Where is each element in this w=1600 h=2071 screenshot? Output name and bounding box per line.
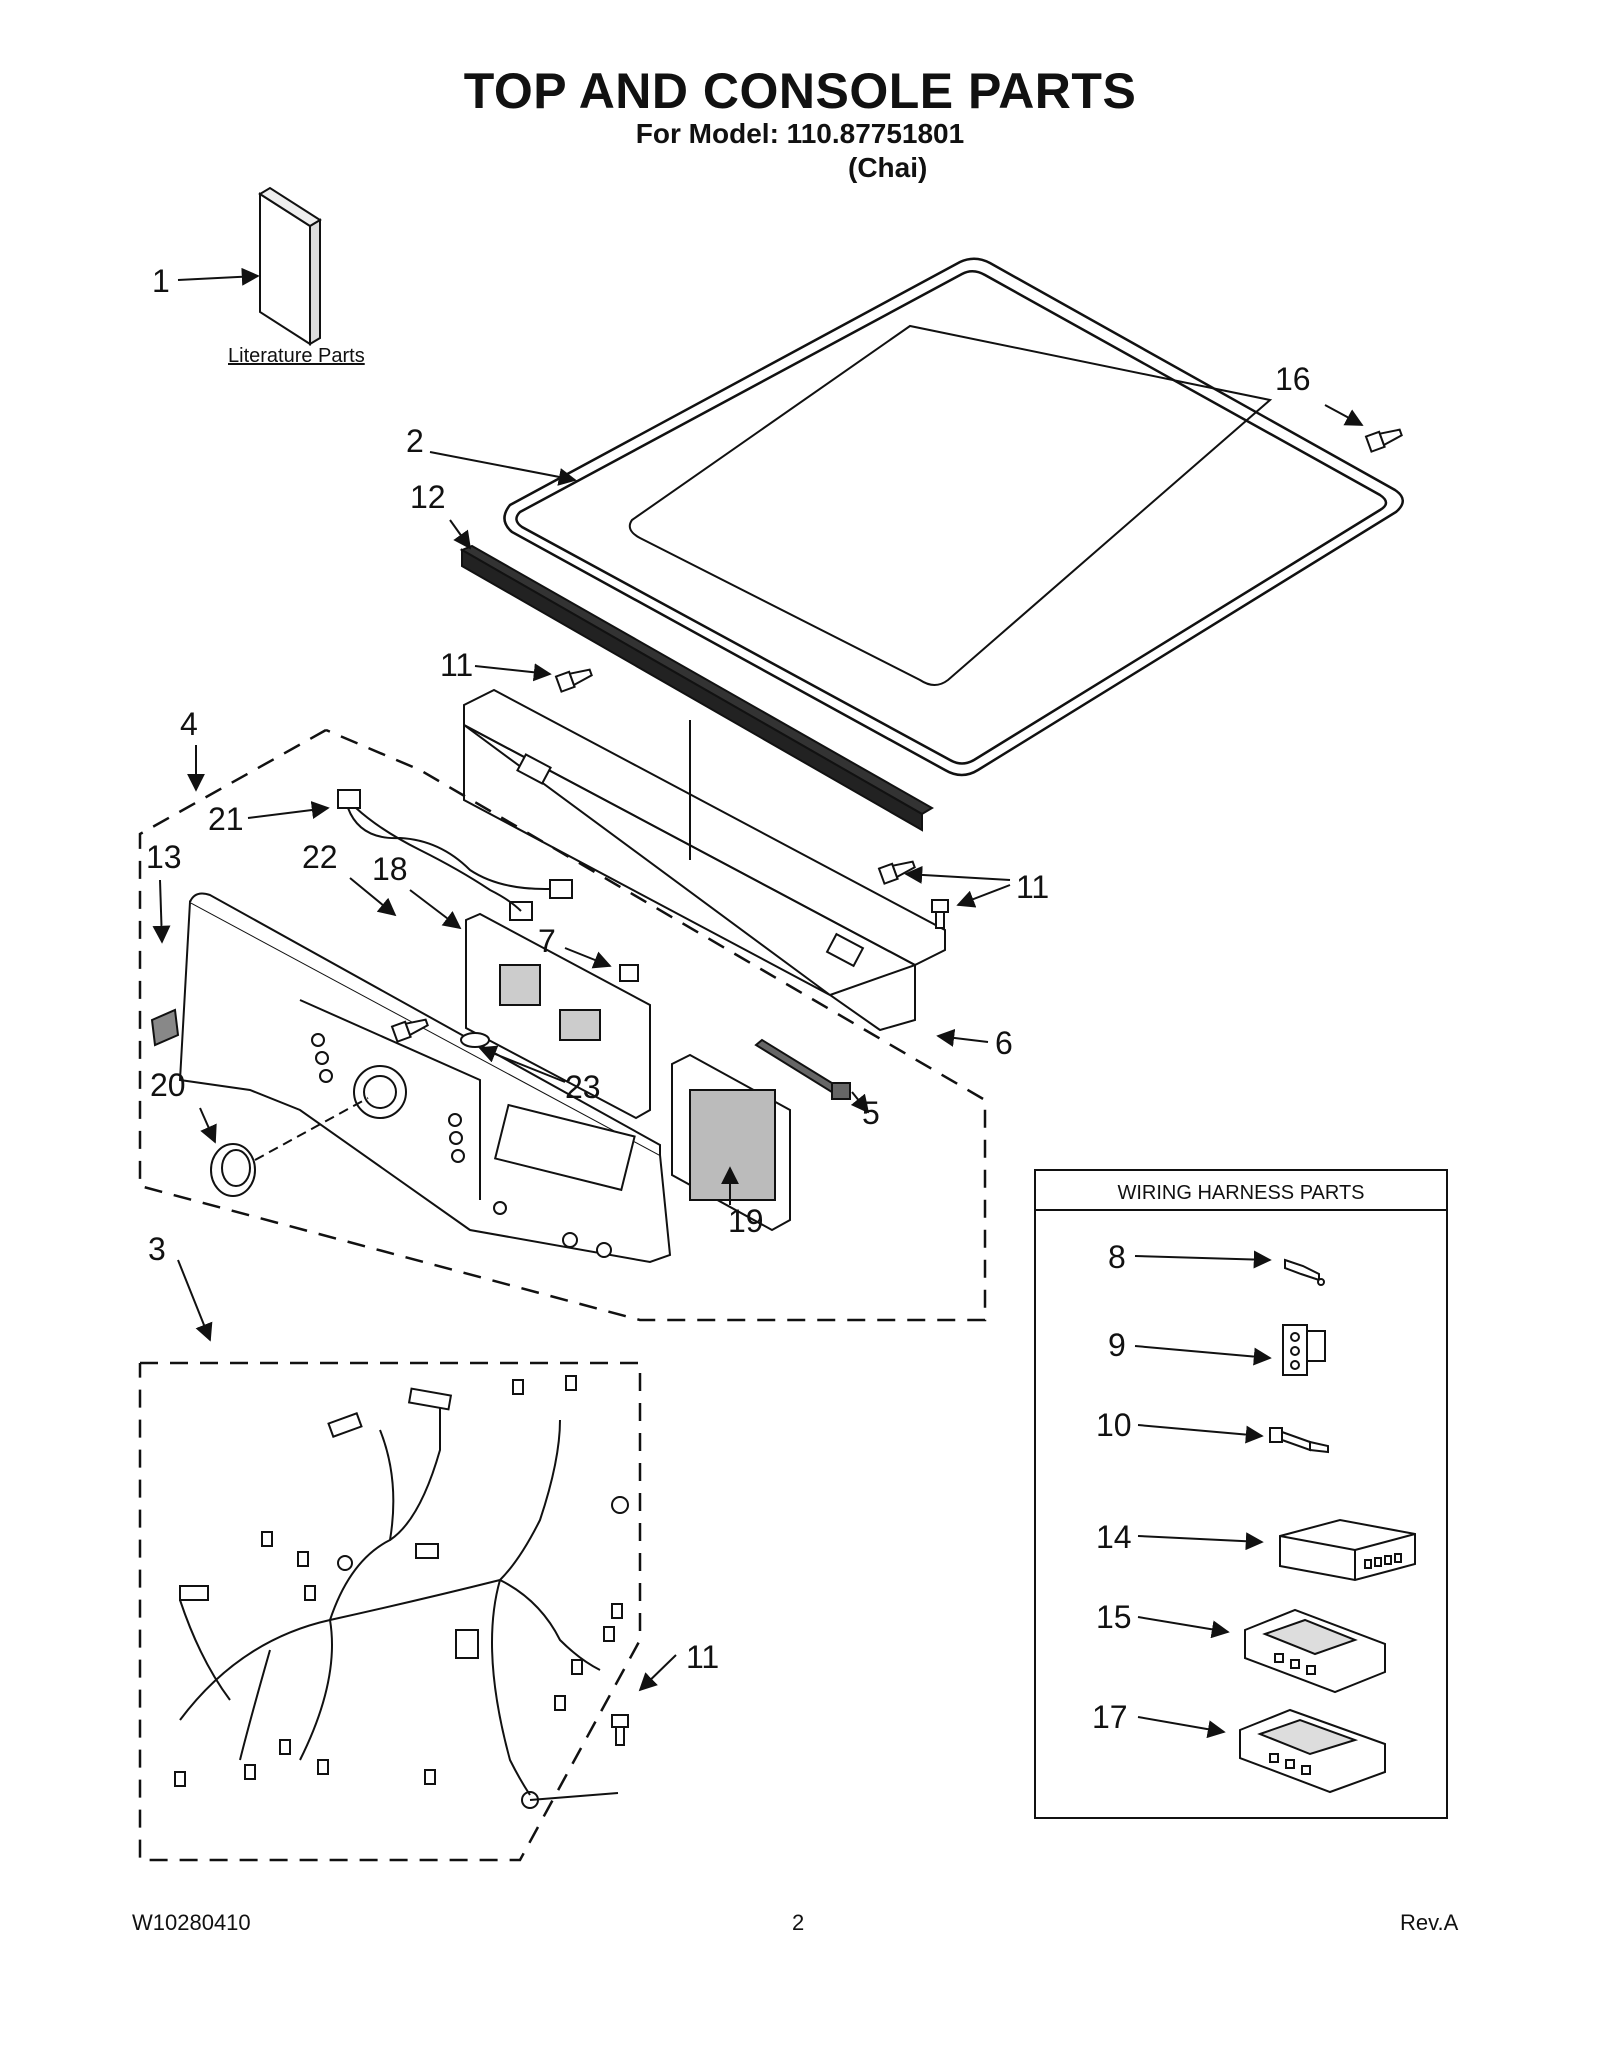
callout-22: 22 — [302, 839, 338, 875]
callout-numbers: 1 2 16 12 11 4 21 13 22 18 7 23 11 6 5 1… — [146, 263, 1311, 1735]
main-harness-outline — [138, 1361, 642, 1862]
callout-17: 17 — [1092, 1699, 1128, 1735]
top-panel — [503, 257, 1404, 777]
revision-label: Rev.A — [1400, 1910, 1459, 1935]
callout-6: 6 — [995, 1025, 1013, 1061]
callout-23: 23 — [565, 1069, 601, 1105]
console-wire-harness — [337, 789, 573, 921]
callout-20: 20 — [150, 1067, 186, 1103]
callout-7: 7 — [538, 923, 556, 959]
control-board — [465, 912, 651, 1120]
callout-19: 19 — [728, 1203, 764, 1239]
screws — [390, 428, 1403, 1746]
callout-15: 15 — [1096, 1599, 1132, 1635]
callout-8: 8 — [1108, 1239, 1126, 1275]
wiring-box-parts — [1239, 1258, 1416, 1794]
callout-9: 9 — [1108, 1327, 1126, 1363]
user-interface-board — [671, 1053, 791, 1232]
doc-number: W10280410 — [132, 1910, 251, 1935]
cable-tie — [754, 1038, 851, 1100]
callout-11b: 11 — [1016, 869, 1049, 905]
callout-11c: 11 — [686, 1639, 719, 1675]
callout-4: 4 — [180, 706, 198, 742]
callout-2: 2 — [406, 423, 424, 459]
callout-10: 10 — [1096, 1407, 1132, 1443]
callout-3: 3 — [148, 1231, 166, 1267]
wiring-box-title: WIRING HARNESS PARTS — [1117, 1182, 1364, 1204]
page-title: TOP AND CONSOLE PARTS — [463, 63, 1137, 119]
callout-13: 13 — [146, 839, 182, 875]
literature-book — [258, 186, 322, 346]
main-wire-harness — [174, 1375, 629, 1809]
callout-18: 18 — [372, 851, 408, 887]
small-parts — [150, 964, 639, 1048]
model-variant: (Chai) — [848, 152, 928, 183]
model-line: For Model: 110.87751801 — [635, 118, 965, 149]
console-back-bracket — [463, 688, 946, 1032]
callout-12: 12 — [410, 479, 446, 515]
callout-21: 21 — [208, 801, 244, 837]
page-number: 2 — [792, 1910, 805, 1935]
callout-1: 1 — [152, 263, 170, 299]
harness-ground-leader — [529, 1792, 619, 1801]
literature-parts-label: Literature Parts — [228, 345, 365, 367]
leader-lines — [152, 267, 1364, 1739]
callout-14: 14 — [1096, 1519, 1132, 1555]
wiring-harness-box — [1034, 1169, 1448, 1819]
control-knob — [210, 1097, 369, 1197]
callout-5: 5 — [862, 1095, 880, 1131]
console-assembly-outline — [138, 728, 987, 1322]
callout-16: 16 — [1275, 361, 1311, 397]
callout-11a: 11 — [440, 647, 473, 683]
